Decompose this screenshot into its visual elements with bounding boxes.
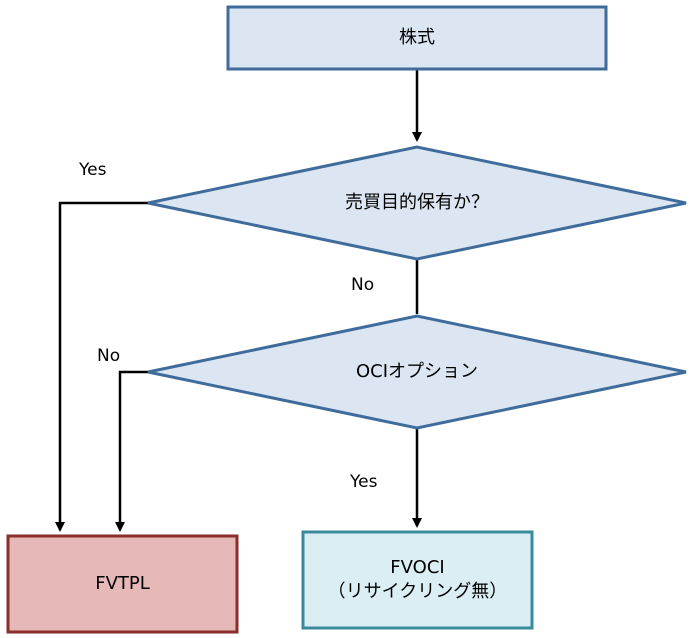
edge-label-decision1-yes: Yes (79, 160, 107, 180)
edge-label-decision1-no: No (351, 275, 375, 295)
start-label: 株式 (399, 26, 435, 48)
edge-label-decision2-yes: Yes (350, 472, 378, 492)
fvoci-label-line2: （リサイクリング無） (327, 581, 508, 602)
edge-label-decision2-no: No (97, 346, 121, 366)
fvoci-label-line1: FVOCI (390, 556, 445, 578)
fvtpl-box (6, 534, 239, 634)
decision2-diamond (147, 314, 687, 430)
connector-decision1-yes-to-fvtpl (55, 201, 148, 532)
decision1-label: 売買目的保有か？ (345, 191, 489, 213)
decision1-diamond (147, 145, 687, 261)
fvoci-box (301, 530, 534, 630)
fvoci-label: FVOCI （リサイクリング無） (303, 532, 532, 628)
fvtpl-label: FVTPL (95, 572, 150, 594)
start-box (226, 5, 608, 71)
connector-decision2-no-to-fvtpl (115, 370, 148, 532)
decision2-label: OCIオプション (355, 360, 479, 382)
